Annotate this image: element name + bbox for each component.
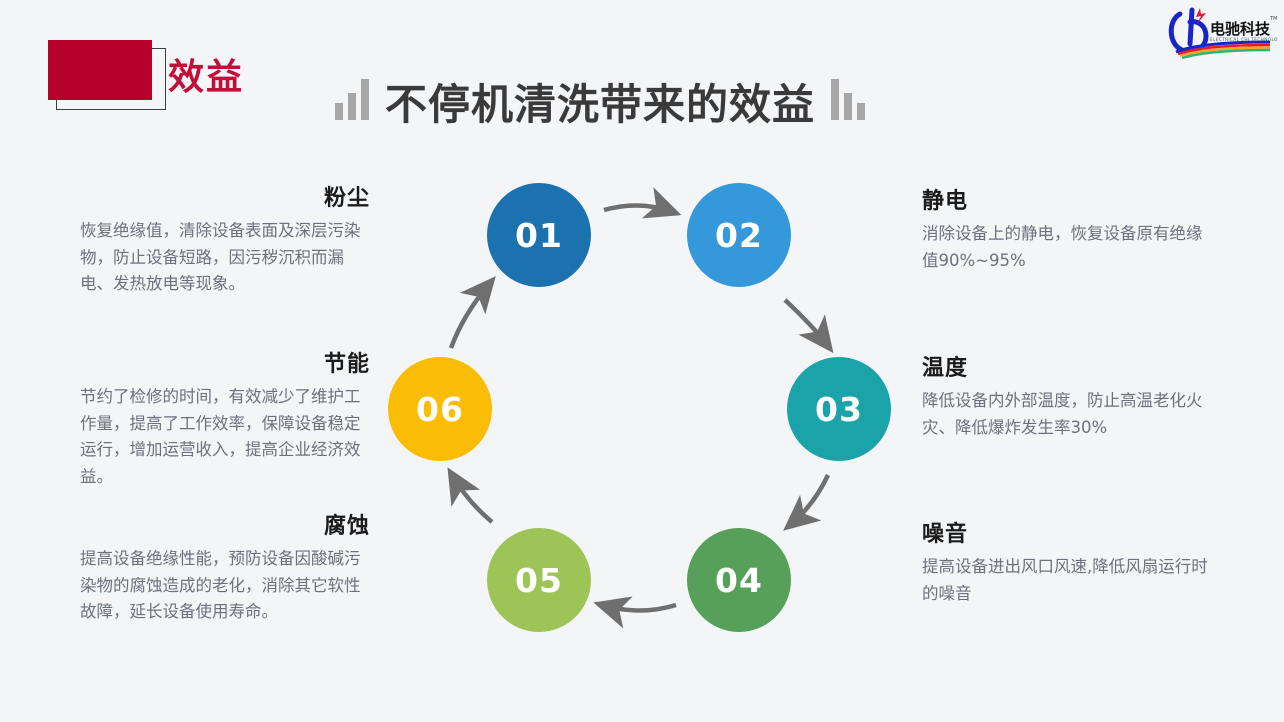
bar-chart-right-icon (831, 76, 866, 120)
benefit-title: 腐蚀 (323, 514, 370, 539)
benefit-title: 温度 (922, 356, 969, 381)
svg-text:ELECTRICAL CHI TECHNOLOGY: ELECTRICAL CHI TECHNOLOGY (1210, 37, 1278, 42)
benefit-description: 节约了检修的时间，有效减少了维护工作量，提高了工作效率，保障设备稳定运行，增加运… (80, 387, 361, 487)
benefit-title: 粉尘 (323, 186, 370, 211)
section-label: 效益 (168, 57, 245, 98)
section-badge (48, 40, 176, 116)
cycle-node-01[interactable]: 01 (487, 183, 591, 287)
cycle-node-06[interactable]: 06 (388, 357, 492, 461)
benefit-block-noise: 噪音 提高设备进出风口风速,降低风扇运行时的噪音 (922, 516, 1212, 607)
benefit-description: 提高设备进出风口风速,降低风扇运行时的噪音 (922, 557, 1208, 603)
benefit-title: 节能 (323, 352, 370, 377)
arrow-01-to-02 (603, 187, 682, 219)
cycle-node-04[interactable]: 04 (687, 528, 791, 632)
page-title: 不停机清洗带来的效益 (385, 80, 816, 129)
title-row: 不停机清洗带来的效益 (335, 62, 866, 129)
benefit-description: 恢复绝缘值，清除设备表面及深层污染物，防止设备短路，因污秽沉积而漏电、发热放电等… (80, 221, 361, 294)
benefit-block-dust: 粉尘 恢复绝缘值，清除设备表面及深层污染物，防止设备短路，因污秽沉积而漏电、发热… (80, 180, 370, 298)
cycle-node-label: 06 (416, 389, 464, 429)
arrow-02-to-03 (783, 298, 834, 354)
page-header: 效益 不停机清洗带来的效益 电驰科技 ELECTRICAL CHI TECHNO… (0, 0, 1284, 150)
benefit-title: 噪音 (922, 522, 969, 547)
arrow-04-to-05 (593, 596, 677, 629)
arrow-03-to-04 (783, 474, 831, 531)
cycle-node-label: 04 (715, 560, 763, 600)
benefit-block-energy-saving: 节能 节约了检修的时间，有效减少了维护工作量，提高了工作效率，保障设备稳定运行，… (80, 346, 370, 491)
cycle-node-label: 05 (515, 560, 563, 600)
cycle-node-02[interactable]: 02 (687, 183, 791, 287)
badge-red-shape (48, 40, 152, 100)
benefit-description: 提高设备绝缘性能，预防设备因酸碱污染物的腐蚀造成的老化，消除其它软性故障，延长设… (80, 549, 361, 622)
svg-text:电驰科技: 电驰科技 (1210, 20, 1271, 38)
cycle-node-label: 02 (715, 215, 763, 255)
cycle-node-03[interactable]: 03 (787, 357, 891, 461)
arrow-06-to-01 (448, 276, 496, 349)
benefit-block-static-electricity: 静电 消除设备上的静电，恢复设备原有绝缘值90%~95% (922, 183, 1212, 274)
benefit-description: 降低设备内外部温度，防止高温老化火灾、降低爆炸发生率30% (922, 391, 1203, 437)
benefit-title: 静电 (922, 189, 969, 214)
bar-chart-left-icon (335, 76, 369, 120)
benefit-description: 消除设备上的静电，恢复设备原有绝缘值90%~95% (922, 224, 1203, 270)
arrow-05-to-06 (447, 467, 494, 524)
cycle-node-label: 01 (515, 215, 563, 255)
benefit-block-temperature: 温度 降低设备内外部温度，防止高温老化火灾、降低爆炸发生率30% (922, 350, 1212, 441)
cycle-diagram: 01 02 03 04 05 06 粉尘 恢复绝缘值，清除设备表面及深层污染物，… (0, 150, 1284, 722)
benefit-block-corrosion: 腐蚀 提高设备绝缘性能，预防设备因酸碱污染物的腐蚀造成的老化，消除其它软性故障，… (80, 508, 370, 626)
company-logo: 电驰科技 ELECTRICAL CHI TECHNOLOGY TM (1166, 4, 1278, 60)
svg-text:TM: TM (1269, 16, 1277, 22)
cycle-node-label: 03 (815, 389, 863, 429)
cycle-node-05[interactable]: 05 (487, 528, 591, 632)
